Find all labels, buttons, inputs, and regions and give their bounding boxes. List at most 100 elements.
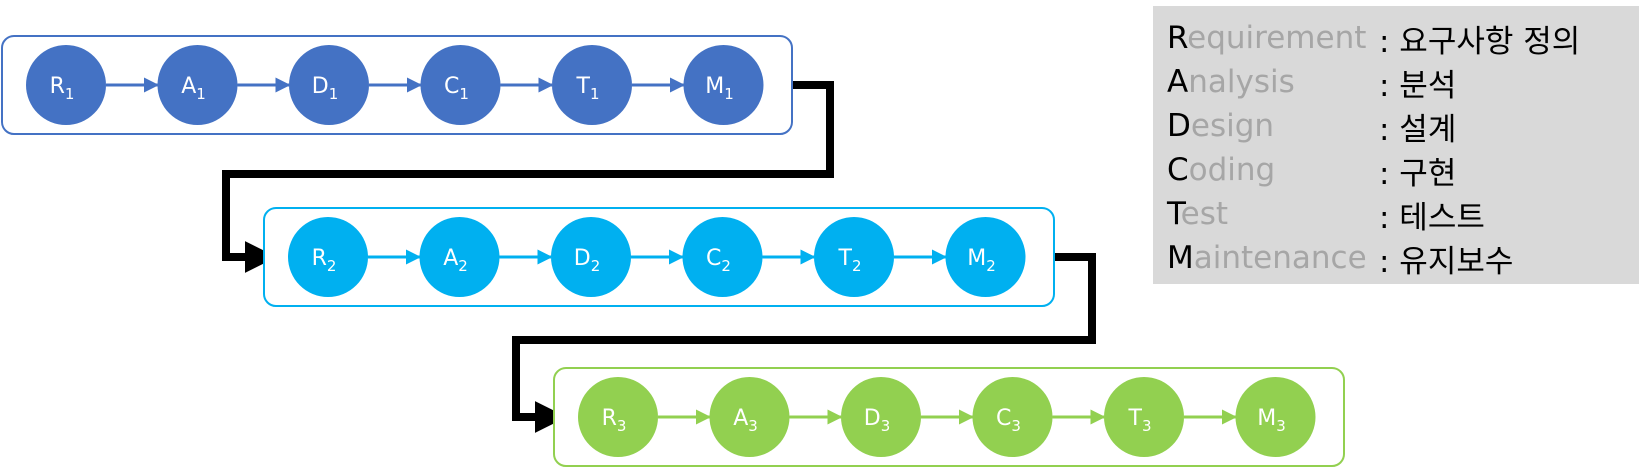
node-subscript: 1 bbox=[196, 85, 206, 103]
node-label: D1 bbox=[312, 74, 339, 103]
legend-term: Maintenance bbox=[1167, 240, 1379, 276]
node-subscript: 3 bbox=[617, 417, 627, 435]
legend-item-r: Requirement: 요구사항 정의 bbox=[1167, 16, 1639, 60]
node-m3: M3 bbox=[1235, 377, 1316, 457]
node-letter: D bbox=[312, 74, 329, 99]
node-letter: D bbox=[574, 246, 591, 271]
node-subscript: 1 bbox=[724, 85, 734, 103]
node-letter: M bbox=[1257, 406, 1276, 431]
node-r3: R3 bbox=[578, 377, 658, 457]
node-circle bbox=[288, 217, 368, 297]
legend-term: Analysis bbox=[1167, 64, 1379, 100]
node-label: R2 bbox=[312, 246, 337, 275]
legend-item-a: Analysis: 분석 bbox=[1167, 60, 1639, 104]
node-letter: R bbox=[50, 74, 65, 99]
node-label: A1 bbox=[181, 74, 206, 103]
node-circle bbox=[420, 45, 501, 125]
node-circle bbox=[972, 377, 1053, 457]
legend-description: : 분석 bbox=[1379, 67, 1457, 104]
node-label: T1 bbox=[576, 74, 600, 103]
node-label: R1 bbox=[50, 74, 75, 103]
node-subscript: 3 bbox=[881, 417, 891, 435]
legend-item-d: Design: 설계 bbox=[1167, 104, 1639, 148]
node-subscript: 3 bbox=[1011, 417, 1021, 435]
node-subscript: 3 bbox=[1276, 417, 1286, 435]
node-letter: R bbox=[602, 406, 617, 431]
legend-term-rest: aintenance bbox=[1193, 240, 1367, 276]
legend-description: : 설계 bbox=[1379, 111, 1457, 148]
node-m1: M1 bbox=[683, 45, 764, 125]
node-circle bbox=[1235, 377, 1316, 457]
node-d2: D2 bbox=[551, 217, 631, 297]
legend-description: : 구현 bbox=[1379, 155, 1457, 192]
node-label: A3 bbox=[733, 406, 758, 435]
node-d1: D1 bbox=[289, 45, 369, 125]
node-t2: T2 bbox=[814, 217, 894, 297]
node-circle bbox=[841, 377, 921, 457]
node-label: M2 bbox=[967, 246, 996, 275]
node-subscript: 3 bbox=[1142, 417, 1152, 435]
node-label: A2 bbox=[443, 246, 468, 275]
node-letter: D bbox=[864, 406, 881, 431]
node-circle bbox=[945, 217, 1026, 297]
legend-term: Coding bbox=[1167, 152, 1379, 188]
connector-2-to-3 bbox=[512, 253, 1096, 433]
node-circle bbox=[289, 45, 369, 125]
legend-term-initial: A bbox=[1167, 64, 1189, 100]
node-subscript: 2 bbox=[852, 257, 862, 275]
legend-term-initial: C bbox=[1167, 152, 1189, 188]
legend-description: : 테스트 bbox=[1379, 199, 1485, 236]
node-c2: C2 bbox=[682, 217, 763, 297]
node-circle bbox=[683, 45, 764, 125]
node-label: D2 bbox=[574, 246, 601, 275]
node-subscript: 3 bbox=[748, 417, 758, 435]
legend-term-initial: M bbox=[1167, 240, 1194, 276]
node-letter: R bbox=[312, 246, 327, 271]
node-letter: T bbox=[838, 246, 853, 271]
node-subscript: 1 bbox=[65, 85, 75, 103]
node-circle bbox=[814, 217, 894, 297]
legend-term-rest: oding bbox=[1188, 152, 1276, 188]
node-label: C2 bbox=[706, 246, 731, 275]
node-subscript: 2 bbox=[591, 257, 601, 275]
node-circle bbox=[552, 45, 632, 125]
node-subscript: 2 bbox=[458, 257, 468, 275]
legend-item-m: Maintenance: 유지보수 bbox=[1167, 236, 1639, 280]
legend-term-rest: nalysis bbox=[1188, 64, 1295, 100]
phase-connectors bbox=[222, 81, 1096, 433]
legend-item-c: Coding: 구현 bbox=[1167, 148, 1639, 192]
node-label: C3 bbox=[996, 406, 1021, 435]
node-a1: A1 bbox=[157, 45, 238, 125]
legend-description: : 유지보수 bbox=[1379, 243, 1514, 280]
legend-term: Requirement bbox=[1167, 20, 1379, 56]
node-d3: D3 bbox=[841, 377, 921, 457]
node-letter: A bbox=[181, 74, 196, 99]
legend-term-rest: esign bbox=[1190, 108, 1275, 144]
legend-term-initial: R bbox=[1167, 20, 1188, 56]
legend-description: : 요구사항 정의 bbox=[1379, 23, 1581, 60]
node-label: M1 bbox=[705, 74, 734, 103]
node-circle bbox=[26, 45, 106, 125]
node-a3: A3 bbox=[709, 377, 790, 457]
node-subscript: 1 bbox=[329, 85, 339, 103]
node-c3: C3 bbox=[972, 377, 1053, 457]
node-label: R3 bbox=[602, 406, 627, 435]
node-letter: T bbox=[1128, 406, 1143, 431]
node-subscript: 2 bbox=[327, 257, 337, 275]
node-circle bbox=[682, 217, 763, 297]
legend-term: Test bbox=[1167, 196, 1379, 232]
node-label: D3 bbox=[864, 406, 891, 435]
node-circle bbox=[419, 217, 500, 297]
node-letter: C bbox=[996, 406, 1011, 431]
node-r1: R1 bbox=[26, 45, 106, 125]
node-label: T3 bbox=[1128, 406, 1152, 435]
node-letter: C bbox=[444, 74, 459, 99]
legend-item-t: Test: 테스트 bbox=[1167, 192, 1639, 236]
